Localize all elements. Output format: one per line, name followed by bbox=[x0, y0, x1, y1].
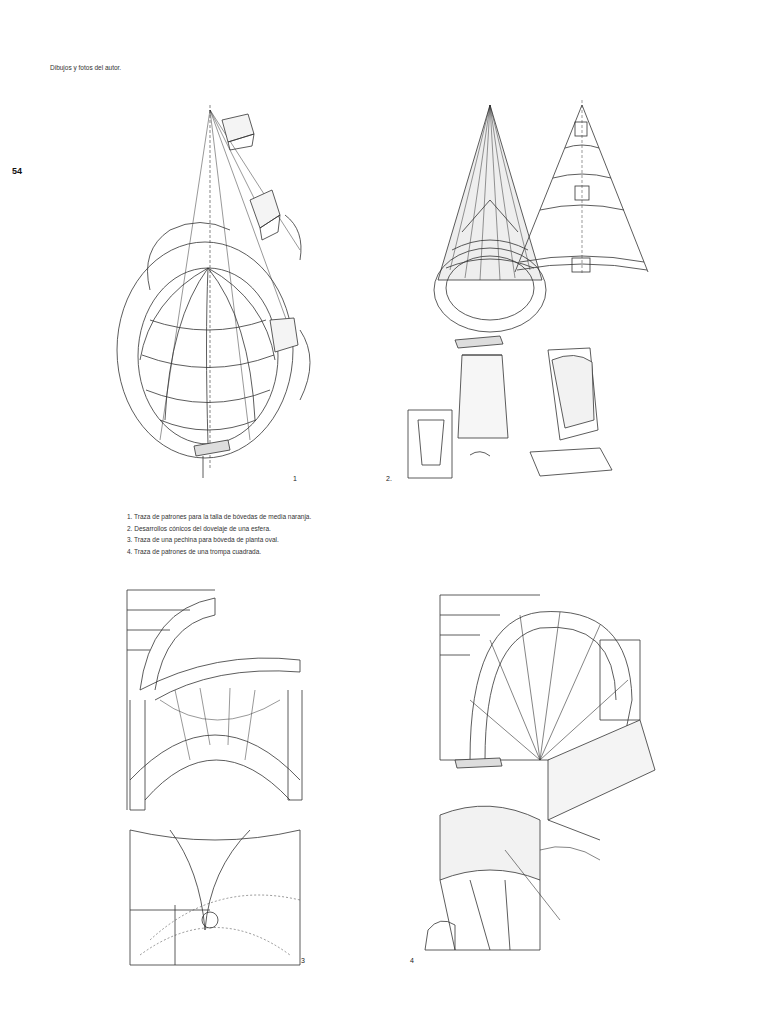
figure-number: 3 bbox=[301, 957, 305, 965]
figure-number: 4 bbox=[410, 957, 414, 965]
squinch-figure bbox=[425, 595, 655, 950]
caption-line: 4. Traza de patrones de una trompa cuadr… bbox=[127, 548, 261, 555]
caption-line: 2. Desarrollos cónicos del dovelaje de u… bbox=[127, 525, 271, 532]
caption-line: 3. Traza de una pechina para bóveda de p… bbox=[127, 536, 279, 543]
dome-figure bbox=[117, 105, 310, 478]
pendentive-figure bbox=[127, 590, 302, 965]
page-number: 54 bbox=[12, 167, 22, 177]
figure-number: 1 bbox=[293, 475, 297, 483]
caption-line: 1. Traza de patrones para la talla de bó… bbox=[127, 513, 311, 520]
cone-figure bbox=[408, 100, 648, 478]
figure-number: 2. bbox=[386, 475, 392, 483]
credit-note: Dibujos y fotos del autor. bbox=[50, 64, 121, 71]
